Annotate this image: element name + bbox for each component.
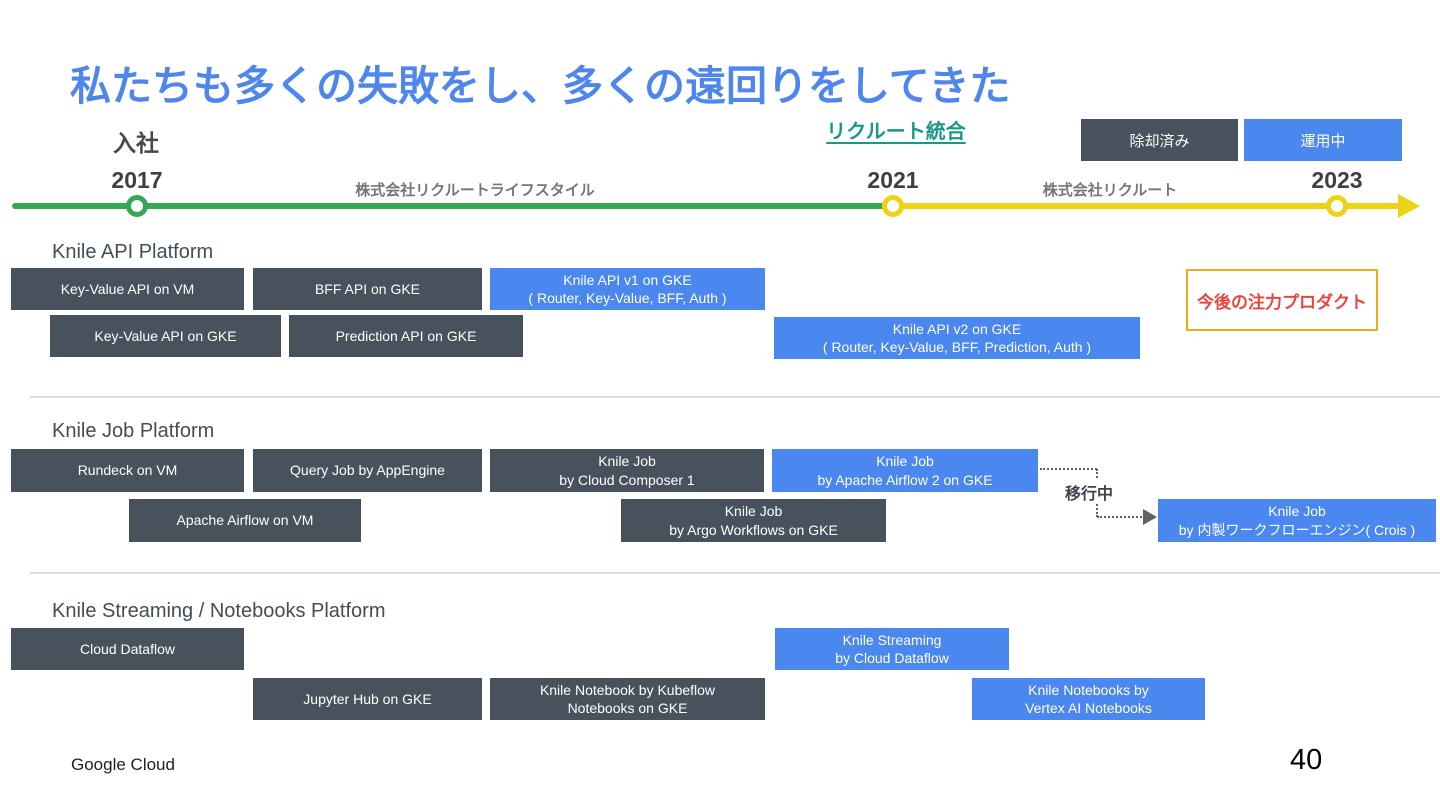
- era1-company-label: 株式会社リクルートライフスタイル: [355, 182, 595, 199]
- legend-active-label: 運用中: [1300, 132, 1346, 150]
- migration-arrow-segment: [1040, 468, 1097, 470]
- box-jupyter-hub-on-gke: Jupyter Hub on GKE: [253, 678, 482, 720]
- box-knile-notebook-kubeflow: Knile Notebook by Kubeflow Notebooks on …: [490, 678, 765, 720]
- box-knile-api-v1: Knile API v1 on GKE ( Router, Key-Value,…: [490, 268, 765, 310]
- year-2017-label: 2017: [111, 167, 163, 193]
- box-key-value-api-on-vm: Key-Value API on VM: [11, 268, 244, 310]
- section-title-api-platform: Knile API Platform: [52, 241, 214, 263]
- section-divider-2: [30, 572, 1440, 574]
- legend-active-badge: 運用中: [1244, 119, 1402, 161]
- future-focus-note: 今後の注力プロダクト: [1186, 269, 1378, 331]
- box-key-value-api-on-gke: Key-Value API on GKE: [50, 315, 281, 357]
- migration-status-label: 移行中: [1062, 480, 1117, 504]
- section-title-job-platform: Knile Job Platform: [52, 420, 215, 442]
- migration-arrowhead-icon: [1143, 509, 1157, 525]
- box-query-job-appengine: Query Job by AppEngine: [253, 449, 482, 492]
- joined-company-label: 入社: [113, 130, 159, 156]
- box-knile-api-v2: Knile API v2 on GKE ( Router, Key-Value,…: [774, 317, 1140, 359]
- box-knile-notebooks-vertex-ai: Knile Notebooks by Vertex AI Notebooks: [972, 678, 1205, 720]
- timeline-arrow-icon: [1398, 194, 1420, 218]
- timeline-era1-line: [12, 203, 895, 209]
- timeline-node-2021: [882, 195, 904, 217]
- legend-retired-label: 除却済み: [1129, 132, 1190, 150]
- slide-title: 私たちも多くの失敗をし、多くの遠回りをしてきた: [70, 63, 1011, 109]
- legend-retired-badge: 除却済み: [1081, 119, 1238, 161]
- section-divider-1: [30, 396, 1440, 398]
- box-knile-job-crois: Knile Job by 内製ワークフローエンジン( Crois ): [1158, 499, 1436, 542]
- era2-company-label: 株式会社リクルート: [1042, 182, 1178, 199]
- timeline-era2-line: [893, 203, 1403, 209]
- box-bff-api-on-gke: BFF API on GKE: [253, 268, 482, 310]
- section-title-streaming-notebooks: Knile Streaming / Notebooks Platform: [52, 600, 386, 622]
- box-knile-job-cloud-composer: Knile Job by Cloud Composer 1: [490, 449, 764, 492]
- timeline-node-2023: [1326, 195, 1348, 217]
- year-2021-label: 2021: [867, 167, 919, 193]
- migration-arrow-segment: [1097, 516, 1145, 518]
- box-knile-job-argo-workflows: Knile Job by Argo Workflows on GKE: [621, 499, 886, 542]
- footer-brand: Google Cloud: [71, 755, 175, 774]
- recruit-integration-link[interactable]: リクルート統合: [826, 121, 966, 143]
- timeline-node-2017: [126, 195, 148, 217]
- box-apache-airflow-on-vm: Apache Airflow on VM: [129, 499, 361, 542]
- box-knile-job-airflow2-gke: Knile Job by Apache Airflow 2 on GKE: [772, 449, 1038, 492]
- box-cloud-dataflow: Cloud Dataflow: [11, 628, 244, 670]
- box-prediction-api-on-gke: Prediction API on GKE: [289, 315, 523, 357]
- year-2023-label: 2023: [1311, 167, 1363, 193]
- box-rundeck-on-vm: Rundeck on VM: [11, 449, 244, 492]
- page-number: 40: [1290, 744, 1323, 776]
- box-knile-streaming: Knile Streaming by Cloud Dataflow: [775, 628, 1009, 670]
